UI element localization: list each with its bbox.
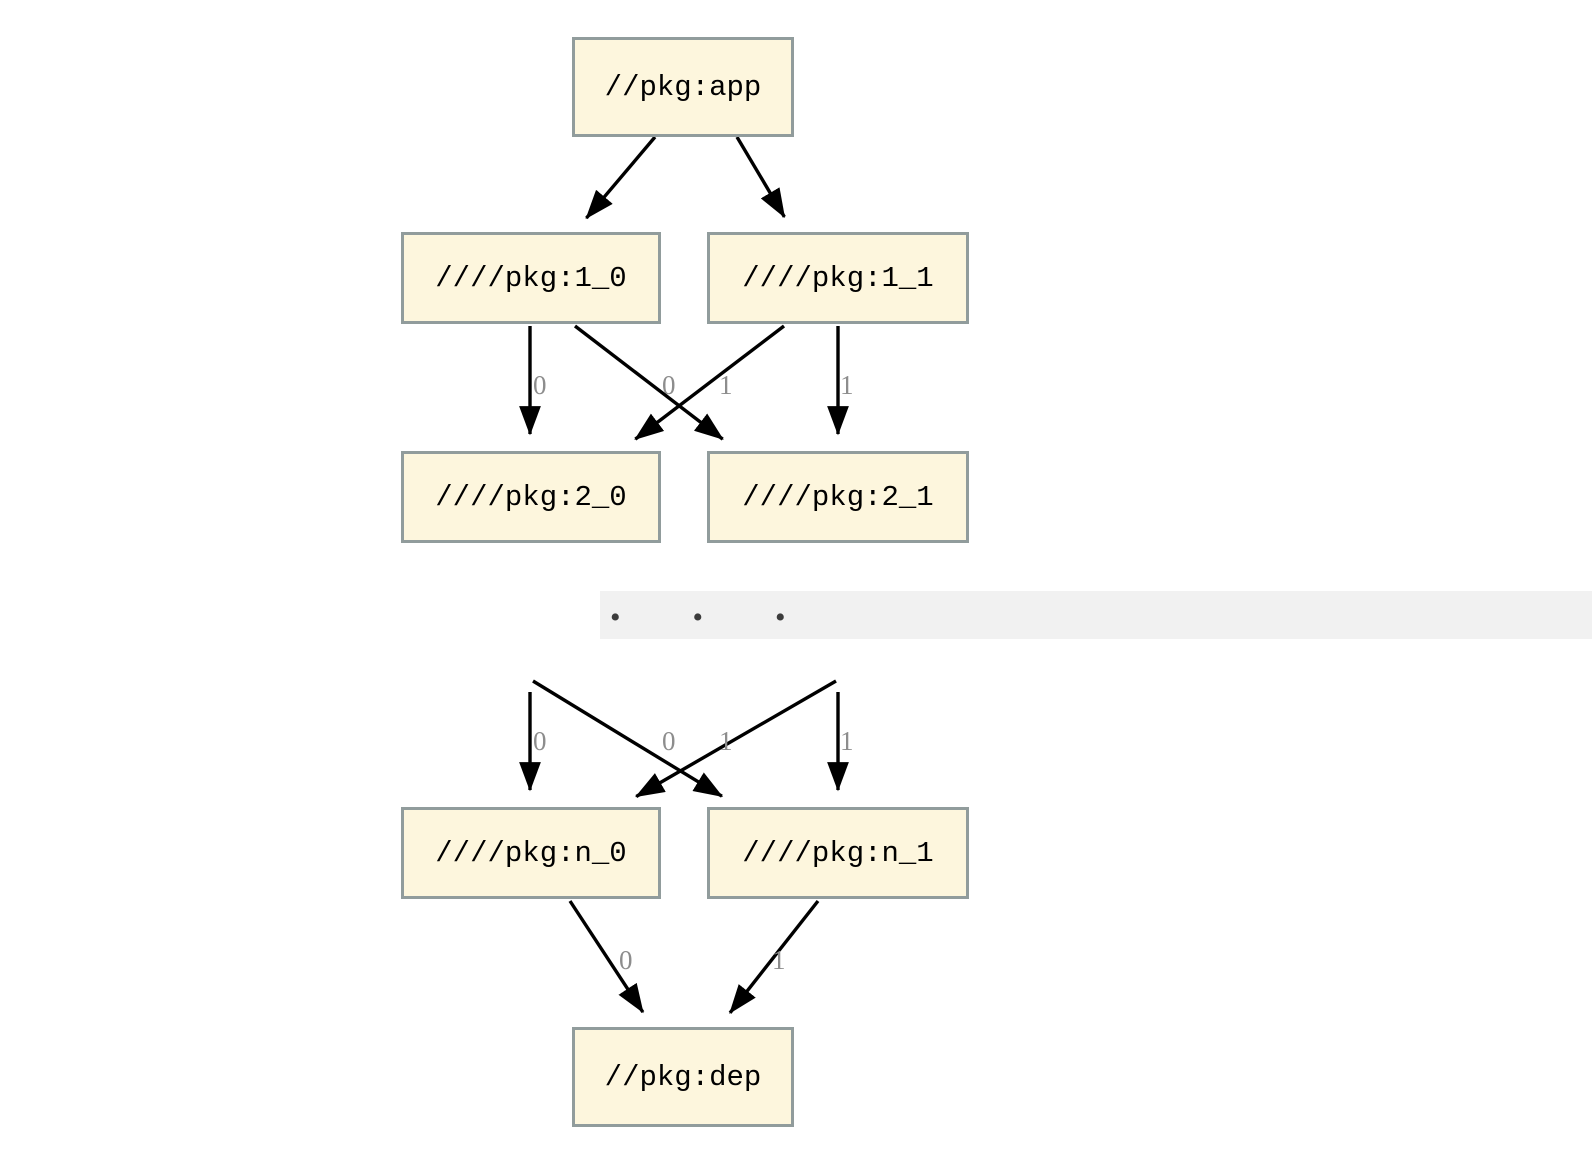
edge-label: 0 <box>662 370 676 400</box>
edge-lines <box>519 135 849 1014</box>
edge-line <box>568 900 645 1014</box>
node-app[interactable]: //pkg:app <box>572 37 794 137</box>
node-label: ////pkg:2_0 <box>435 480 627 514</box>
edge-label: 0 <box>533 370 547 400</box>
node-label: ////pkg:1_1 <box>742 261 934 295</box>
edge-label: 1 <box>719 726 733 756</box>
edge-label: 0 <box>662 726 676 756</box>
edge-line <box>532 679 724 798</box>
ellipsis-separator: • • • <box>600 591 1592 639</box>
node-label: ////pkg:n_0 <box>435 836 627 870</box>
edge-label: 1 <box>719 370 733 400</box>
edge-line <box>635 679 837 798</box>
node-label: //pkg:app <box>604 70 762 104</box>
node-label: ////pkg:1_0 <box>435 261 627 295</box>
edge-line <box>585 135 657 220</box>
node-n-0[interactable]: ////pkg:n_0 <box>401 807 661 899</box>
node-dep[interactable]: //pkg:dep <box>572 1027 794 1127</box>
edge-label: 1 <box>840 370 854 400</box>
edge-label: 0 <box>533 726 547 756</box>
node-label: //pkg:dep <box>604 1060 762 1094</box>
node-2-1[interactable]: ////pkg:2_1 <box>707 451 969 543</box>
node-2-0[interactable]: ////pkg:2_0 <box>401 451 661 543</box>
edge-line <box>573 324 724 441</box>
node-label: ////pkg:n_1 <box>742 836 934 870</box>
edge-label: 1 <box>840 726 854 756</box>
node-1-0[interactable]: ////pkg:1_0 <box>401 232 661 324</box>
edge-label: 0 <box>619 945 633 975</box>
node-n-1[interactable]: ////pkg:n_1 <box>707 807 969 899</box>
edge-label: 1 <box>772 945 786 975</box>
ellipsis-dots: • • • <box>610 601 805 634</box>
edge-line <box>735 136 786 218</box>
node-1-1[interactable]: ////pkg:1_1 <box>707 232 969 324</box>
edge-line <box>634 324 786 441</box>
node-label: ////pkg:2_1 <box>742 480 934 514</box>
edge-line <box>728 899 820 1014</box>
